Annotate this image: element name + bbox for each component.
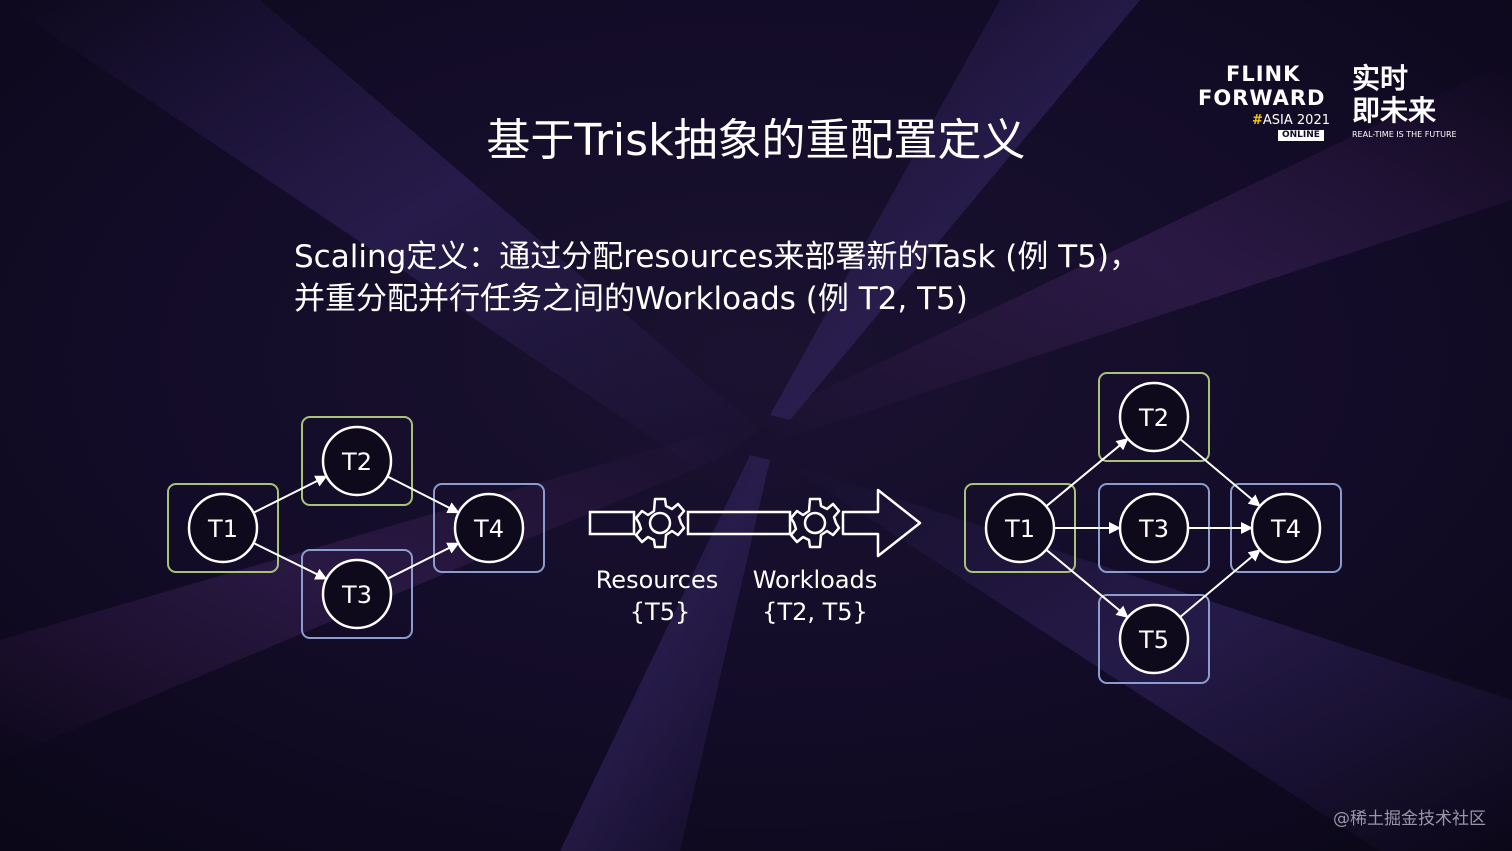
logo-asia-text: #ASIA 2021 — [1252, 113, 1330, 128]
after-node-label-t4: T4 — [1270, 515, 1301, 543]
before-box-t4 — [433, 483, 545, 573]
pipe-segment-left — [588, 510, 636, 536]
after-edge-t1-t5 — [1045, 548, 1129, 618]
logo-forward-text: FORWARD — [1198, 86, 1326, 110]
after-edge-t5-t4 — [1179, 549, 1261, 618]
before-node-label-t4: T4 — [473, 515, 504, 543]
after-node-label-t3: T3 — [1138, 515, 1169, 543]
before-edge-t3-t4 — [386, 542, 460, 580]
logo-asia-year: ASIA 2021 — [1262, 113, 1330, 128]
logo-tagline: REAL-TIME IS THE FUTURE — [1352, 130, 1457, 139]
after-node-t5 — [1118, 603, 1190, 675]
before-box-t1 — [167, 483, 279, 573]
workloads-gear-icon — [789, 497, 841, 549]
slide-description: Scaling定义：通过分配resources来部署新的Task (例 T5)，… — [294, 236, 1140, 320]
logo-hash: # — [1252, 113, 1263, 128]
before-node-t3 — [321, 558, 393, 630]
after-node-t3 — [1118, 492, 1190, 564]
pipe-segment-middle — [686, 510, 792, 536]
after-edge-t2-t4 — [1179, 438, 1261, 507]
before-node-label-t1: T1 — [207, 515, 238, 543]
after-node-t1 — [984, 492, 1056, 564]
watermark: @稀土掘金技术社区 — [1333, 809, 1486, 829]
resources-value: {T5} — [630, 598, 690, 626]
after-node-label-t1: T1 — [1004, 515, 1035, 543]
logo-online-badge: ONLINE — [1278, 130, 1324, 141]
after-edge-t1-t2 — [1045, 438, 1129, 508]
before-node-t4 — [453, 492, 525, 564]
before-node-t2 — [321, 425, 393, 497]
description-line-2: 并重分配并行任务之间的Workloads (例 T2, T5) — [294, 281, 968, 317]
before-edge-t1-t2 — [252, 475, 328, 514]
resources-gear-icon — [634, 497, 686, 549]
resources-label: Resources — [596, 566, 719, 594]
logo-cn-line1: 实时 — [1352, 62, 1409, 95]
after-box-t5 — [1098, 594, 1210, 684]
pipe-arrow-icon — [841, 488, 922, 558]
transition-pipeline: Resources {T5} Workloads {T2, T5} — [588, 488, 922, 626]
before-node-label-t3: T3 — [341, 581, 372, 609]
before-node-label-t2: T2 — [341, 448, 372, 476]
flink-forward-logo: FLINK FORWARD #ASIA 2021 ONLINE 实时 即未来 R… — [1196, 54, 1457, 150]
slide-title: 基于Trisk抽象的重配置定义 — [486, 115, 1026, 166]
logo-cn-line2: 即未来 — [1352, 94, 1437, 127]
after-box-t2 — [1098, 372, 1210, 462]
before-box-t2 — [301, 416, 413, 506]
description-line-1: Scaling定义：通过分配resources来部署新的Task (例 T5)， — [294, 239, 1140, 275]
after-node-label-t2: T2 — [1138, 404, 1169, 432]
before-edge-t2-t4 — [386, 475, 460, 514]
before-node-t1 — [187, 492, 259, 564]
workloads-label: Workloads — [753, 566, 878, 594]
after-node-label-t5: T5 — [1138, 626, 1169, 654]
before-box-t3 — [301, 549, 413, 639]
logo-flink-text: FLINK — [1226, 62, 1301, 86]
after-node-t4 — [1250, 492, 1322, 564]
before-edge-t1-t3 — [253, 542, 328, 580]
after-node-t2 — [1118, 381, 1190, 453]
workloads-value: {T2, T5} — [762, 598, 868, 626]
